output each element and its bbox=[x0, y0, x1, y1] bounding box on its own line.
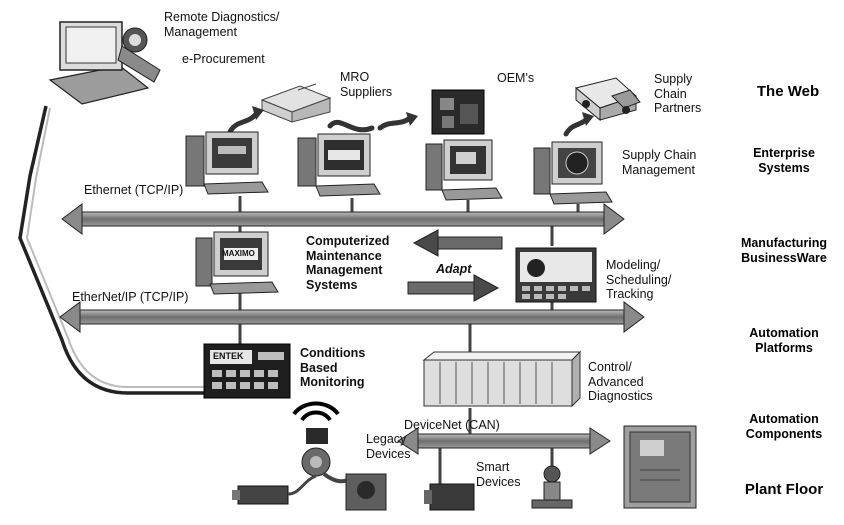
control-diagnostics-label: Control/ Advanced Diagnostics bbox=[588, 360, 653, 403]
smart-devices-icon bbox=[424, 465, 573, 511]
devicenet-label: DeviceNet (CAN) bbox=[404, 418, 500, 432]
truck-icon bbox=[574, 77, 641, 122]
legacy-devices-label: Legacy Devices bbox=[366, 432, 411, 461]
smart-devices-label: Smart Devices bbox=[476, 460, 521, 489]
entek-monitor-icon bbox=[203, 343, 291, 399]
legacy-devices-icon bbox=[232, 401, 387, 511]
remote-link-inner bbox=[25, 107, 266, 388]
tier-the-web: The Web bbox=[756, 83, 820, 100]
bus-connectors bbox=[238, 196, 580, 484]
e-procurement-label: e-Procurement bbox=[182, 52, 265, 66]
devicenet-bus bbox=[397, 427, 611, 455]
adapt-arrows bbox=[407, 229, 503, 302]
enterprise-pc-4 bbox=[533, 141, 613, 205]
maximo-pc-icon bbox=[195, 231, 279, 295]
modeling-terminal-icon bbox=[515, 247, 597, 303]
supply-chain-management-label: Supply Chain Management bbox=[622, 148, 697, 177]
ethernetip-bus bbox=[59, 301, 645, 333]
remote-diagnostics-icon bbox=[48, 21, 161, 105]
entek-screen-text: ENTEK bbox=[213, 351, 244, 361]
drive-cabinet-icon bbox=[623, 425, 697, 509]
enterprise-pc-1 bbox=[185, 131, 269, 195]
oem-photo-icon bbox=[431, 89, 485, 135]
remote-link-curve bbox=[18, 105, 266, 395]
cmms-label: Computerized Maintenance Management Syst… bbox=[306, 234, 390, 292]
enterprise-pc-2 bbox=[297, 133, 381, 197]
plc-rack-icon bbox=[422, 350, 582, 408]
modeling-label: Modeling/ Scheduling/ Tracking bbox=[606, 258, 672, 301]
oems-label: OEM's bbox=[497, 71, 535, 85]
tier-plant-floor: Plant Floor bbox=[744, 481, 824, 498]
ethernetip-label: EtherNet/IP (TCP/IP) bbox=[72, 290, 189, 304]
supply-chain-partners-label: Supply Chain Partners bbox=[654, 72, 702, 115]
remote-diagnostics-label: Remote Diagnostics/ Management bbox=[164, 10, 280, 39]
mro-warehouse-icon bbox=[260, 83, 332, 123]
tier-manufacturing-businessware: Manufacturing BusinessWare bbox=[740, 236, 828, 265]
link-arrows bbox=[227, 111, 589, 137]
ethernet-bus bbox=[61, 203, 625, 235]
ethernet-label: Ethernet (TCP/IP) bbox=[84, 183, 184, 197]
mro-suppliers-label: MRO Suppliers bbox=[340, 70, 393, 99]
link-arrowheads bbox=[252, 106, 594, 126]
cbm-label: Conditions Based Monitoring bbox=[300, 346, 366, 389]
tier-enterprise-systems: Enterprise Systems bbox=[753, 146, 815, 175]
tier-automation-components: Automation Components bbox=[745, 412, 823, 441]
tier-automation-platforms: Automation Platforms bbox=[749, 326, 819, 355]
maximo-screen-text: MAXIMO bbox=[222, 249, 255, 258]
adapt-label: Adapt bbox=[436, 262, 472, 276]
enterprise-pc-3 bbox=[425, 139, 503, 201]
